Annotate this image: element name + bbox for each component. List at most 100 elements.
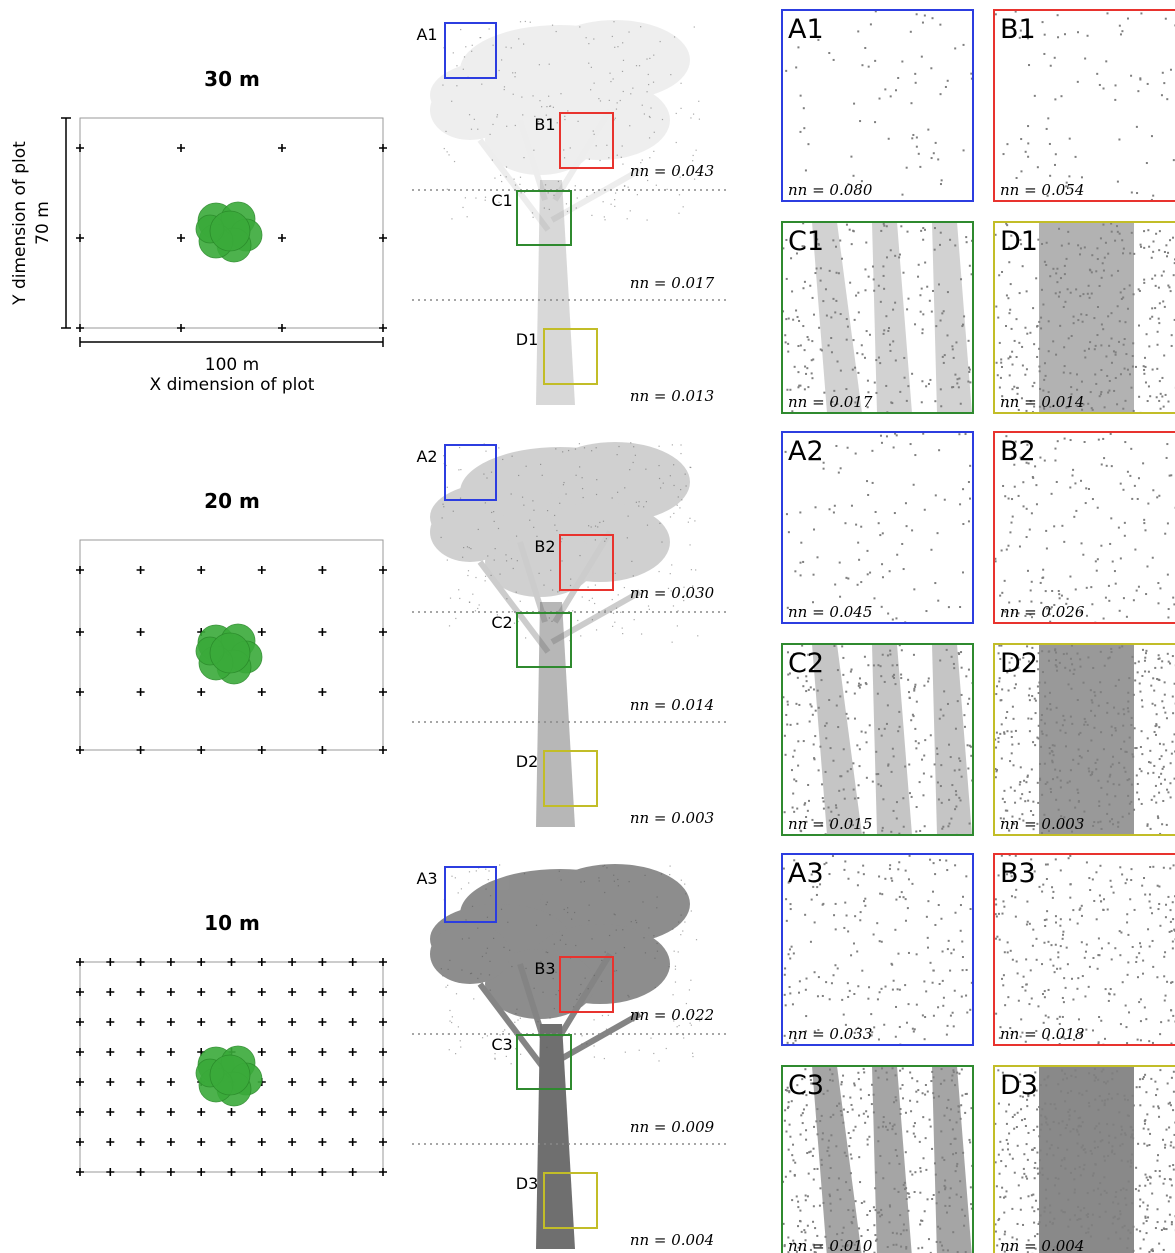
point xyxy=(1046,863,1049,866)
point xyxy=(1121,239,1124,242)
point xyxy=(1059,324,1062,327)
point xyxy=(877,773,880,776)
survey-point-marker xyxy=(197,1138,206,1146)
point xyxy=(880,1208,883,1211)
point xyxy=(879,1154,882,1157)
point xyxy=(920,1219,923,1222)
point xyxy=(1079,1033,1082,1036)
point xyxy=(1156,367,1159,370)
point xyxy=(839,313,842,316)
point xyxy=(999,1140,1002,1143)
point xyxy=(1100,544,1103,547)
point xyxy=(1147,1128,1150,1131)
point xyxy=(682,206,684,208)
point xyxy=(1029,331,1032,334)
point xyxy=(1163,1228,1166,1231)
point xyxy=(997,1219,1000,1222)
point xyxy=(786,388,789,391)
point xyxy=(1108,344,1111,347)
point xyxy=(1048,1147,1051,1150)
point xyxy=(867,1094,870,1097)
point xyxy=(959,1117,962,1120)
point xyxy=(803,349,806,352)
point xyxy=(1120,748,1123,751)
point xyxy=(1018,36,1021,39)
tree-nn-label: nn = 0.009 xyxy=(630,1118,715,1136)
point xyxy=(1165,903,1168,906)
point xyxy=(826,1150,829,1153)
point xyxy=(1025,923,1028,926)
point xyxy=(1031,944,1034,947)
point xyxy=(839,695,842,698)
point xyxy=(1169,290,1172,293)
point xyxy=(1090,739,1093,742)
point xyxy=(889,653,892,656)
point xyxy=(525,637,527,639)
branch-fill xyxy=(872,644,912,835)
survey-point-marker xyxy=(348,1078,357,1086)
point xyxy=(811,340,814,343)
point xyxy=(1100,1070,1103,1073)
point xyxy=(1139,77,1142,80)
point xyxy=(903,376,906,379)
point xyxy=(885,256,888,259)
tree-nn-label: nn = 0.004 xyxy=(630,1231,714,1249)
point xyxy=(872,933,875,936)
point xyxy=(1116,305,1119,308)
survey-point-marker xyxy=(177,144,185,152)
point xyxy=(788,672,791,675)
point xyxy=(924,1093,927,1096)
point xyxy=(851,1222,854,1225)
point xyxy=(1091,498,1094,501)
point xyxy=(889,349,892,352)
point xyxy=(451,1016,453,1018)
point xyxy=(1069,854,1072,857)
point xyxy=(1114,795,1117,798)
point xyxy=(874,510,877,513)
point xyxy=(787,953,790,956)
point xyxy=(804,1239,807,1242)
point xyxy=(1051,761,1054,764)
point xyxy=(604,609,606,612)
point xyxy=(811,1154,814,1157)
point xyxy=(946,79,949,82)
point xyxy=(1098,954,1101,957)
point xyxy=(1003,731,1006,734)
point xyxy=(961,325,964,328)
point xyxy=(871,481,874,484)
point xyxy=(1051,744,1054,747)
point xyxy=(1087,347,1090,350)
point xyxy=(1130,716,1133,719)
point xyxy=(1059,1134,1062,1137)
point xyxy=(575,207,577,209)
point xyxy=(919,1167,922,1170)
point xyxy=(892,340,895,343)
point xyxy=(1107,252,1110,255)
trunk-fill xyxy=(1039,644,1134,835)
point xyxy=(824,770,827,773)
point xyxy=(819,279,822,282)
point xyxy=(1151,912,1154,915)
point xyxy=(1103,1155,1106,1158)
point xyxy=(1157,602,1160,605)
point xyxy=(868,333,871,336)
point xyxy=(1024,989,1027,992)
point xyxy=(545,114,547,116)
point xyxy=(1022,819,1025,822)
point xyxy=(1122,724,1125,727)
point xyxy=(959,929,962,932)
point xyxy=(549,914,551,916)
point xyxy=(638,65,641,67)
point xyxy=(919,1191,922,1194)
survey-point-marker xyxy=(197,1018,206,1026)
point xyxy=(1044,374,1047,377)
point xyxy=(499,1034,501,1036)
point xyxy=(946,1106,949,1109)
branch xyxy=(517,119,548,201)
point xyxy=(916,1100,919,1103)
point xyxy=(923,980,926,983)
point xyxy=(558,870,560,872)
point xyxy=(1099,1182,1102,1185)
point xyxy=(644,874,646,876)
